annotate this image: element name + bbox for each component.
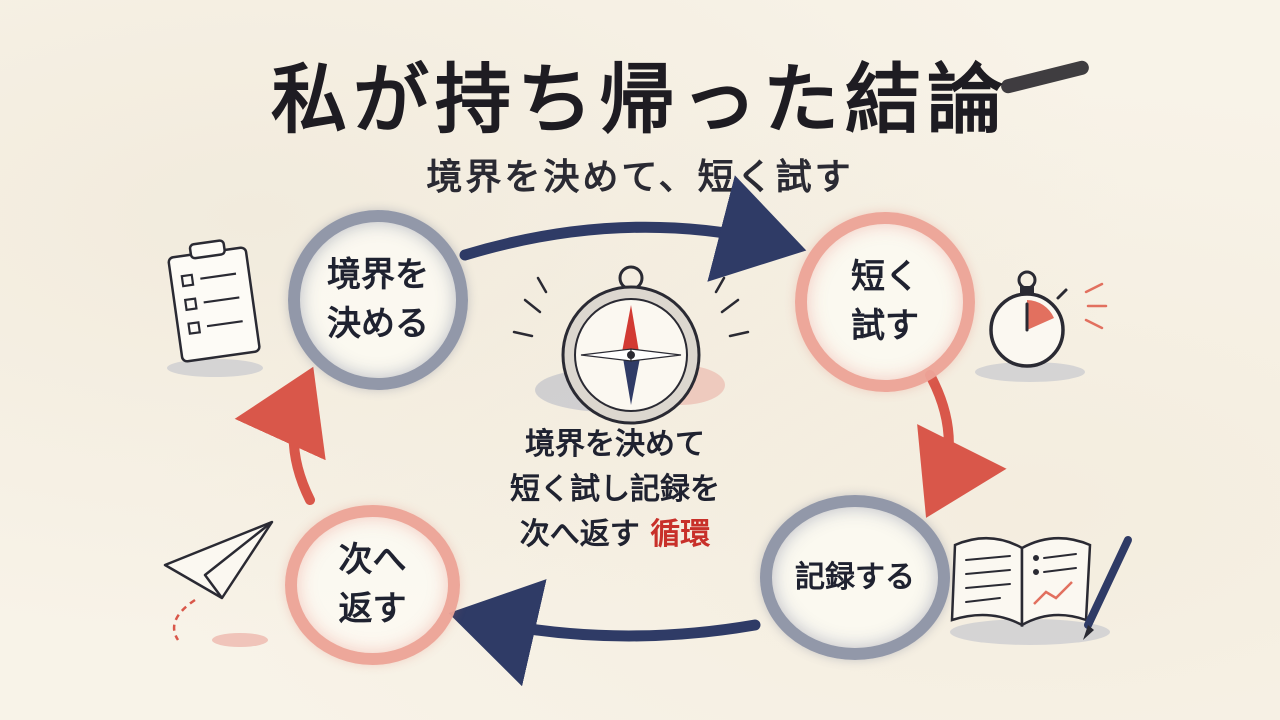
- arrow-try-to-record: [917, 370, 1007, 518]
- center-line-1: 境界を決めて: [525, 427, 705, 462]
- cycle-node-return-next: 次へ 返す: [285, 505, 460, 665]
- node-label: 境界を 決める: [327, 254, 429, 344]
- paper-plane-icon: [163, 520, 274, 647]
- pen-icon: [1083, 536, 1132, 640]
- center-line-2: 短く試し記録を: [510, 472, 720, 507]
- arrow-decide-to-try: [459, 175, 807, 282]
- center-line-3-text: 次へ返す: [519, 517, 640, 552]
- arrow-return-to-decide: [234, 366, 326, 505]
- cycle-node-try-short: 短く 試す: [795, 212, 975, 392]
- page-title: 私が持ち帰った結論: [271, 55, 1009, 144]
- cycle-node-decide-boundary: 境界を 決める: [288, 210, 468, 390]
- clipboard-icon: [167, 239, 263, 377]
- center-line-3: 次へ返す 循環: [450, 512, 780, 557]
- center-emphasis: 循環: [650, 517, 711, 552]
- compass-icon: [512, 265, 750, 425]
- node-label: 記録する: [795, 559, 915, 595]
- stopwatch-icon: [975, 270, 1108, 382]
- center-summary: 境界を決めて 短く試し記録を 次へ返す 循環: [450, 422, 780, 557]
- node-label: 短く 試す: [851, 256, 919, 346]
- notebook-icon: [950, 536, 1110, 645]
- cycle-node-record: 記録する: [760, 495, 950, 660]
- arrow-record-to-return: [448, 579, 761, 687]
- node-label: 次へ 返す: [338, 539, 407, 629]
